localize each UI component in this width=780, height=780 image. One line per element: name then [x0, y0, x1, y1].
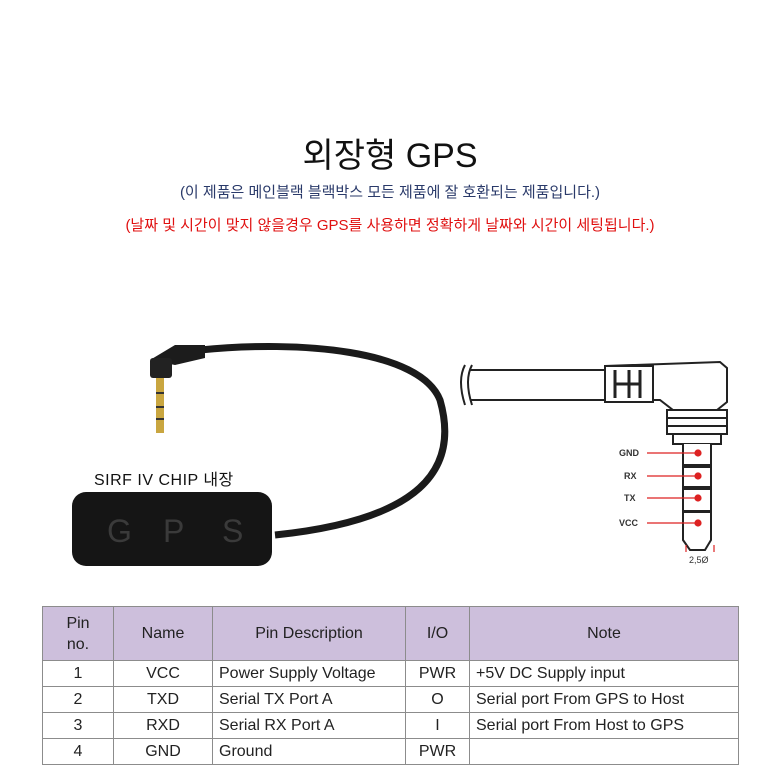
- header-note: Note: [469, 606, 739, 661]
- table-row: 1 VCC Power Supply Voltage PWR +5V DC Su…: [42, 660, 739, 687]
- cell-io: PWR: [405, 738, 470, 765]
- pinout-table: Pin no. Name Pin Description I/O Note 1 …: [42, 606, 739, 765]
- header-name: Name: [113, 606, 213, 661]
- cell-note: Serial port From Host to GPS: [469, 712, 739, 739]
- cell-desc: Power Supply Voltage: [212, 660, 406, 687]
- cell-name: RXD: [113, 712, 213, 739]
- jack-pinout-diagram: [460, 360, 728, 552]
- table-row: 3 RXD Serial RX Port A I Serial port Fro…: [42, 712, 739, 739]
- pin-label-rx: RX: [624, 471, 637, 481]
- cell-name: VCC: [113, 660, 213, 687]
- header-io: I/O: [405, 606, 470, 661]
- table-row: 2 TXD Serial TX Port A O Serial port Fro…: [42, 686, 739, 713]
- cell-pin: 3: [42, 712, 114, 739]
- cell-io: I: [405, 712, 470, 739]
- module-letter-g: G: [107, 513, 132, 549]
- chip-label: SIRF IV CHIP 내장: [94, 472, 234, 489]
- pin-label-tx: TX: [624, 493, 636, 503]
- cell-pin: 2: [42, 686, 114, 713]
- cell-note: +5V DC Supply input: [469, 660, 739, 687]
- diameter-label: 2,5Ø: [689, 555, 709, 565]
- cell-pin: 4: [42, 738, 114, 765]
- page-title: 외장형 GPS: [302, 137, 478, 175]
- module-letter-s: S: [222, 513, 243, 549]
- cell-pin: 1: [42, 660, 114, 687]
- cell-desc: Serial TX Port A: [212, 686, 406, 713]
- header-pin-description: Pin Description: [212, 606, 406, 661]
- pin-label-gnd: GND: [619, 448, 639, 458]
- header-pin-no: Pin no.: [42, 606, 114, 661]
- cell-note: [469, 738, 739, 765]
- cell-name: TXD: [113, 686, 213, 713]
- cell-io: PWR: [405, 660, 470, 687]
- module-letter-p: P: [163, 513, 184, 549]
- compatibility-note: (이 제품은 메인블랙 블랙박스 모든 제품에 잘 호환되는 제품입니다.): [179, 184, 601, 201]
- time-setting-notice: (날짜 및 시간이 맞지 않을경우 GPS를 사용하면 정확하게 날짜와 시간이…: [125, 217, 655, 234]
- pin-label-vcc: VCC: [619, 518, 639, 528]
- cell-desc: Serial RX Port A: [212, 712, 406, 739]
- cell-desc: Ground: [212, 738, 406, 765]
- cell-io: O: [405, 686, 470, 713]
- gps-product-photo: G P S: [72, 343, 449, 566]
- table-header-row: Pin no. Name Pin Description I/O Note: [42, 606, 739, 661]
- table-row: 4 GND Ground PWR: [42, 738, 739, 765]
- cell-note: Serial port From GPS to Host: [469, 686, 739, 713]
- cell-name: GND: [113, 738, 213, 765]
